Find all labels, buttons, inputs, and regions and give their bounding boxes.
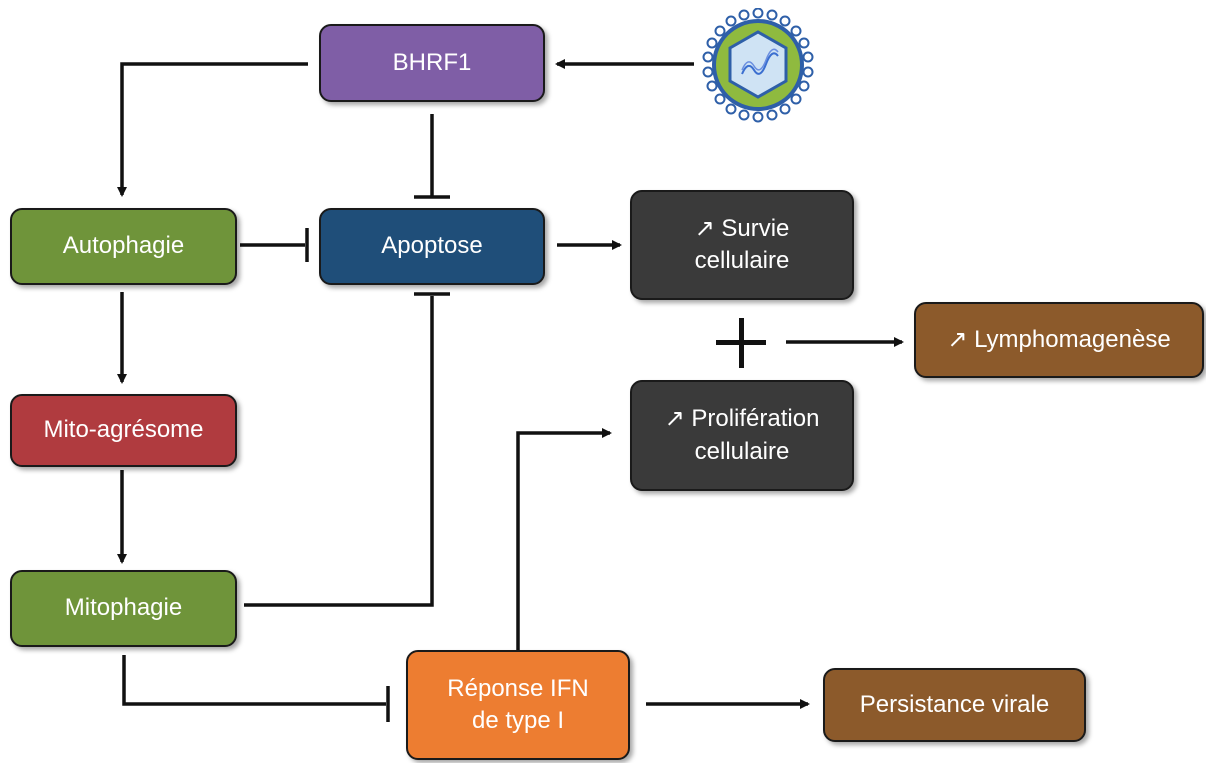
node-apoptose-label: Apoptose bbox=[381, 232, 483, 260]
node-bhrf1: BHRF1 bbox=[319, 24, 545, 102]
node-lymphomagenese-label: ↗ Lymphomagenèse bbox=[947, 325, 1171, 353]
node-autophagie-label: Autophagie bbox=[62, 232, 185, 260]
node-lymphomagenese: ↗ Lymphomagenèse bbox=[914, 302, 1204, 378]
node-apoptose: Apoptose bbox=[319, 208, 545, 285]
node-proliferation-line2: cellulaire bbox=[694, 437, 790, 465]
node-mito-agresome-label: Mito-agrésome bbox=[43, 416, 204, 444]
virus-icon bbox=[702, 8, 814, 123]
node-survie-cellulaire: ↗ Survie cellulaire bbox=[630, 190, 854, 300]
node-mitophagie: Mitophagie bbox=[10, 570, 237, 647]
node-bhrf1-label: BHRF1 bbox=[392, 48, 472, 76]
edge-mitophagie-ifn bbox=[122, 655, 386, 706]
plus-icon bbox=[716, 318, 766, 368]
edge-ifn-proliferation bbox=[516, 428, 612, 660]
node-autophagie: Autophagie bbox=[10, 208, 237, 285]
node-persistance-label: Persistance virale bbox=[859, 690, 1050, 718]
node-persistance-virale: Persistance virale bbox=[823, 668, 1086, 742]
node-proliferation-cellulaire: ↗ Prolifération cellulaire bbox=[630, 380, 854, 491]
edge-bhrf1-autophagie bbox=[117, 62, 308, 197]
node-survie-line1: ↗ Survie bbox=[694, 214, 790, 242]
node-reponse-ifn-line2: de type I bbox=[471, 707, 565, 734]
node-reponse-ifn: Réponse IFN de type I bbox=[406, 650, 630, 760]
node-mito-agresome: Mito-agrésome bbox=[10, 394, 237, 467]
node-mitophagie-label: Mitophagie bbox=[64, 594, 183, 622]
node-survie-line2: cellulaire bbox=[694, 247, 790, 274]
edge-mitophagie-apoptose bbox=[244, 296, 434, 607]
node-reponse-ifn-line1: Réponse IFN bbox=[447, 674, 589, 702]
node-proliferation-line1: ↗ Prolifération bbox=[664, 405, 820, 433]
